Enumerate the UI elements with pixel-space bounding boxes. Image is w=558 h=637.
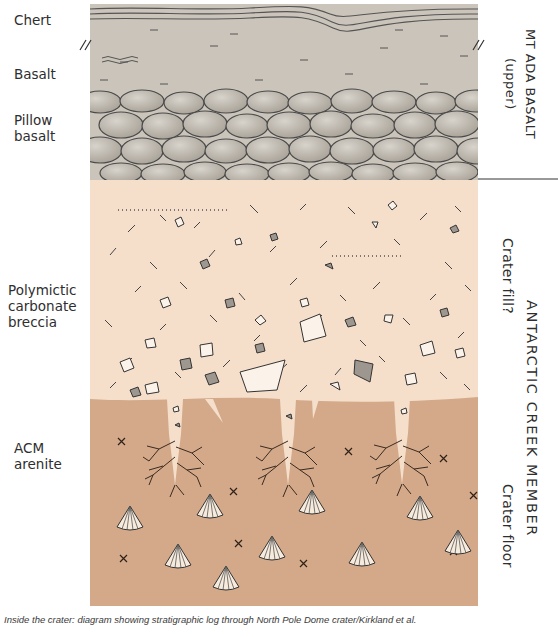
pillow: [436, 162, 478, 180]
pillow: [393, 163, 437, 180]
pillow: [204, 89, 248, 113]
break-mark: [80, 40, 484, 50]
chert-bands: [90, 6, 478, 31]
crystal-fan: [259, 536, 285, 560]
pillow: [372, 91, 416, 113]
crystal-fan: [213, 566, 239, 590]
breccia-layer: [90, 180, 478, 402]
pillow: [121, 138, 163, 164]
unit-divider: [478, 179, 558, 180]
pillow: [246, 137, 290, 163]
fissure: [370, 398, 431, 496]
pillow: [100, 163, 142, 180]
dotted-layer: [118, 210, 402, 256]
figure-caption: Inside the crater: diagram showing strat…: [4, 614, 416, 625]
pillow: [142, 113, 184, 139]
chert-lens: [102, 57, 138, 64]
unit-label: ANTARCTIC CREEK MEMBER: [520, 268, 544, 568]
layer-label: ACM arenite: [14, 440, 86, 472]
pillow: [225, 164, 269, 180]
crystal-fan: [407, 496, 433, 520]
pillow: [289, 136, 331, 162]
pillow: [394, 112, 436, 138]
layer-label: Basalt: [14, 66, 86, 82]
unit-label: MT ADA BASALT (upper): [500, 20, 540, 148]
basalt-dashes: [100, 30, 468, 84]
pillow: [226, 114, 268, 138]
pillow: [331, 89, 373, 113]
pillow: [141, 164, 185, 180]
fissure-streak: [205, 399, 319, 423]
pillow: [457, 138, 478, 164]
pillow: [90, 91, 121, 113]
fissure: [256, 399, 317, 497]
pillow: [455, 90, 478, 112]
pillow: [184, 162, 226, 180]
pillow: [164, 92, 204, 114]
cross-mark: [118, 438, 477, 567]
basalt-layer: [90, 4, 478, 180]
pillow: [205, 139, 247, 163]
pillow: [267, 112, 311, 138]
pillow: [268, 163, 310, 180]
layer-label: Chert: [14, 12, 86, 28]
pale-clast: [120, 201, 465, 419]
pillow: [90, 137, 122, 163]
pillow: [247, 91, 289, 113]
pillow: [310, 111, 352, 137]
crystal-fan: [349, 542, 375, 566]
pillow: [435, 111, 478, 137]
pillow: [351, 114, 395, 138]
dark-clast: [175, 414, 292, 427]
subunit-label: Crater fill?: [497, 238, 519, 338]
crystal-fan: [117, 506, 143, 530]
crystal-fan: [445, 530, 471, 554]
crystal-fan: [299, 490, 325, 514]
pillow: [288, 92, 332, 114]
crystal-fan: [165, 544, 191, 568]
pillow: [416, 92, 456, 114]
crystal-fan: [197, 494, 223, 518]
subunit-label: Crater floor: [497, 484, 519, 584]
pillow: [162, 136, 206, 162]
pale-clast: [173, 406, 407, 414]
layer-label: Polymictic carbonate breccia: [8, 282, 88, 331]
pillow: [330, 138, 374, 164]
pillow: [309, 162, 353, 180]
pillow: [183, 111, 227, 137]
pillow: [99, 112, 143, 138]
pillow: [373, 138, 415, 162]
pillow: [352, 164, 394, 180]
layer-label: Pillow basalt: [14, 112, 86, 144]
breccia-ticks: [105, 204, 471, 392]
pillow: [120, 90, 164, 112]
pillow: [414, 136, 458, 162]
fissure: [143, 399, 204, 497]
arenite-layer: [90, 397, 478, 606]
